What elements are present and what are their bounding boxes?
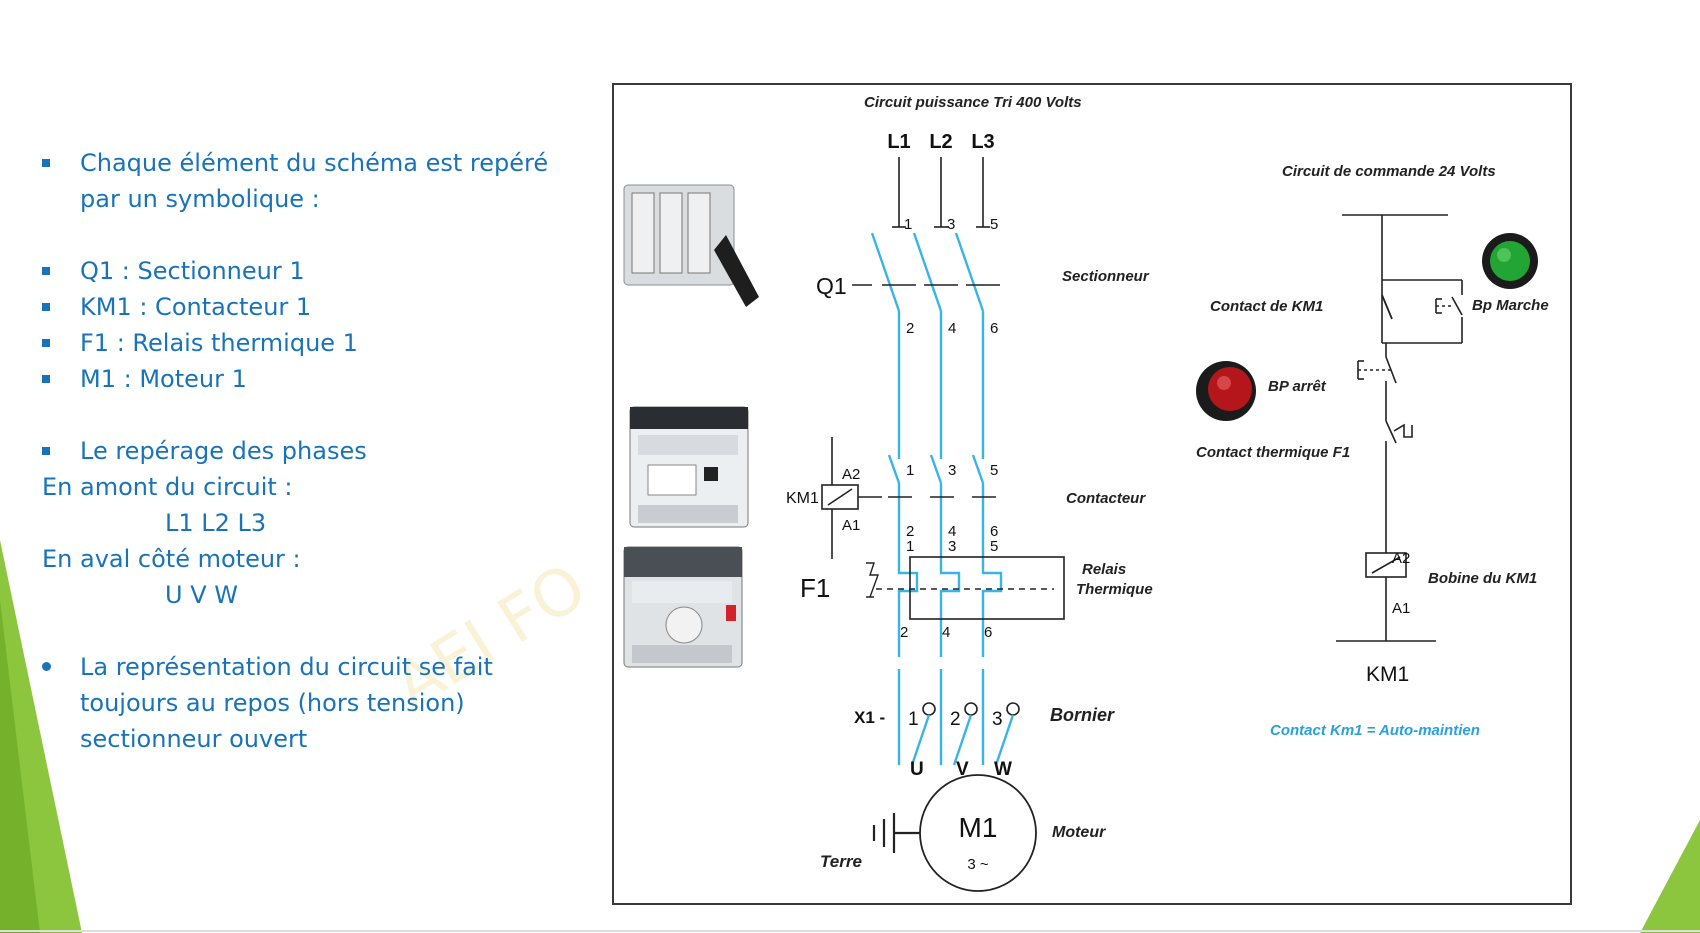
thermal-relay-symbol: 1 3 5 2 4 6 [866, 538, 1065, 641]
svg-text:3: 3 [948, 462, 956, 479]
round-bullet-icon [42, 662, 51, 671]
sectionneur-label: Sectionneur [1062, 268, 1150, 285]
svg-text:1: 1 [906, 462, 914, 479]
bp-arret-label: BP arrêt [1268, 378, 1327, 395]
svg-text:2: 2 [906, 523, 914, 540]
km1-command-label: KM1 [1366, 663, 1409, 686]
contactor-photo [629, 406, 749, 528]
svg-text:A2: A2 [842, 466, 860, 483]
earth-symbol [872, 813, 920, 853]
svg-text:2: 2 [950, 709, 961, 730]
sectionneur-photo [623, 184, 759, 307]
relais-label: Relais [1082, 561, 1126, 578]
bornier-symbol [922, 702, 1020, 716]
svg-text:5: 5 [990, 538, 998, 555]
contact-km1-label: Contact de KM1 [1210, 298, 1323, 315]
bullet-item: Q1 : Sectionneur 1 [42, 253, 582, 289]
svg-text:W: W [994, 759, 1012, 780]
bullet-note: La représentation du circuit se fait [42, 649, 582, 685]
command-circuit-title: Circuit de commande 24 Volts [1282, 163, 1496, 180]
red-button-icon [1196, 361, 1256, 421]
svg-text:5: 5 [990, 216, 998, 233]
bornier-prefix: X1 - [854, 708, 885, 727]
contacteur-label: Contacteur [1066, 490, 1146, 507]
svg-text:6: 6 [990, 320, 998, 337]
svg-text:4: 4 [948, 523, 956, 540]
svg-text:6: 6 [984, 624, 992, 641]
f1-label: F1 [800, 573, 830, 603]
square-bullet-icon [42, 303, 50, 311]
bornier-label: Bornier [1050, 705, 1115, 725]
input-lines [892, 157, 990, 228]
motor-name: M1 [959, 812, 998, 843]
upstream-label: En amont du circuit : [42, 473, 293, 501]
auto-maintien-label: Contact Km1 = Auto-maintien [1270, 722, 1480, 739]
moteur-label: Moteur [1052, 824, 1106, 841]
km1-coil-symbol [821, 437, 996, 559]
bullet-item: M1 : Moteur 1 [42, 361, 582, 397]
upstream-value: L1 L2 L3 [165, 509, 267, 537]
green-triangle-left-shade [0, 600, 40, 933]
svg-text:2: 2 [900, 624, 908, 641]
svg-text:5: 5 [990, 462, 998, 479]
svg-text:4: 4 [942, 624, 950, 641]
svg-text:3: 3 [992, 709, 1003, 730]
downstream-value: U V W [165, 581, 238, 609]
square-bullet-icon [42, 159, 50, 167]
green-button-icon [1482, 233, 1538, 289]
power-wires [870, 232, 1003, 765]
bullet-item: F1 : Relais thermique 1 [42, 325, 582, 361]
phase-label: L2 [929, 131, 952, 153]
wiring-diagram: Circuit puissance Tri 400 Volts Circuit … [612, 83, 1572, 905]
svg-text:V: V [956, 759, 969, 780]
green-triangle-right [1640, 820, 1700, 933]
svg-text:6: 6 [990, 523, 998, 540]
q1-label: Q1 [816, 273, 847, 299]
square-bullet-icon [42, 447, 50, 455]
bullet-item: KM1 : Contacteur 1 [42, 289, 582, 325]
svg-text:4: 4 [948, 320, 956, 337]
svg-text:A1: A1 [1392, 600, 1410, 617]
square-bullet-icon [42, 339, 50, 347]
square-bullet-icon [42, 375, 50, 383]
bp-marche-label: Bp Marche [1472, 297, 1549, 314]
svg-text:A1: A1 [842, 517, 860, 534]
phase-label: L1 [887, 131, 910, 153]
command-circuit [1336, 214, 1463, 642]
diagram-canvas: Circuit puissance Tri 400 Volts Circuit … [623, 94, 1549, 892]
bobine-label: Bobine du KM1 [1428, 570, 1537, 587]
terre-label: Terre [820, 852, 862, 871]
power-circuit-title: Circuit puissance Tri 400 Volts [864, 94, 1082, 111]
phase-label: L3 [971, 131, 994, 153]
svg-text:A2: A2 [1392, 550, 1410, 567]
bullet-phases: Le repérage des phases [42, 433, 582, 469]
svg-text:1: 1 [906, 538, 914, 555]
thermique-label: Thermique [1076, 581, 1153, 598]
thermal-relay-photo [623, 546, 743, 668]
svg-text:U: U [910, 759, 924, 780]
svg-text:3: 3 [948, 538, 956, 555]
svg-text:3: 3 [947, 216, 955, 233]
bullet-intro: Chaque élément du schéma est repéré [42, 145, 582, 181]
square-bullet-icon [42, 267, 50, 275]
downstream-label: En aval côté moteur : [42, 545, 301, 573]
bullet-list: Chaque élément du schéma est repéré par … [42, 145, 582, 757]
svg-text:1: 1 [904, 216, 912, 233]
km1-power-label: KM1 [786, 490, 819, 507]
contact-thermique-label: Contact thermique F1 [1196, 444, 1350, 461]
svg-text:2: 2 [906, 320, 914, 337]
motor-sub: 3 ~ [967, 856, 989, 873]
svg-text:1: 1 [908, 709, 919, 730]
